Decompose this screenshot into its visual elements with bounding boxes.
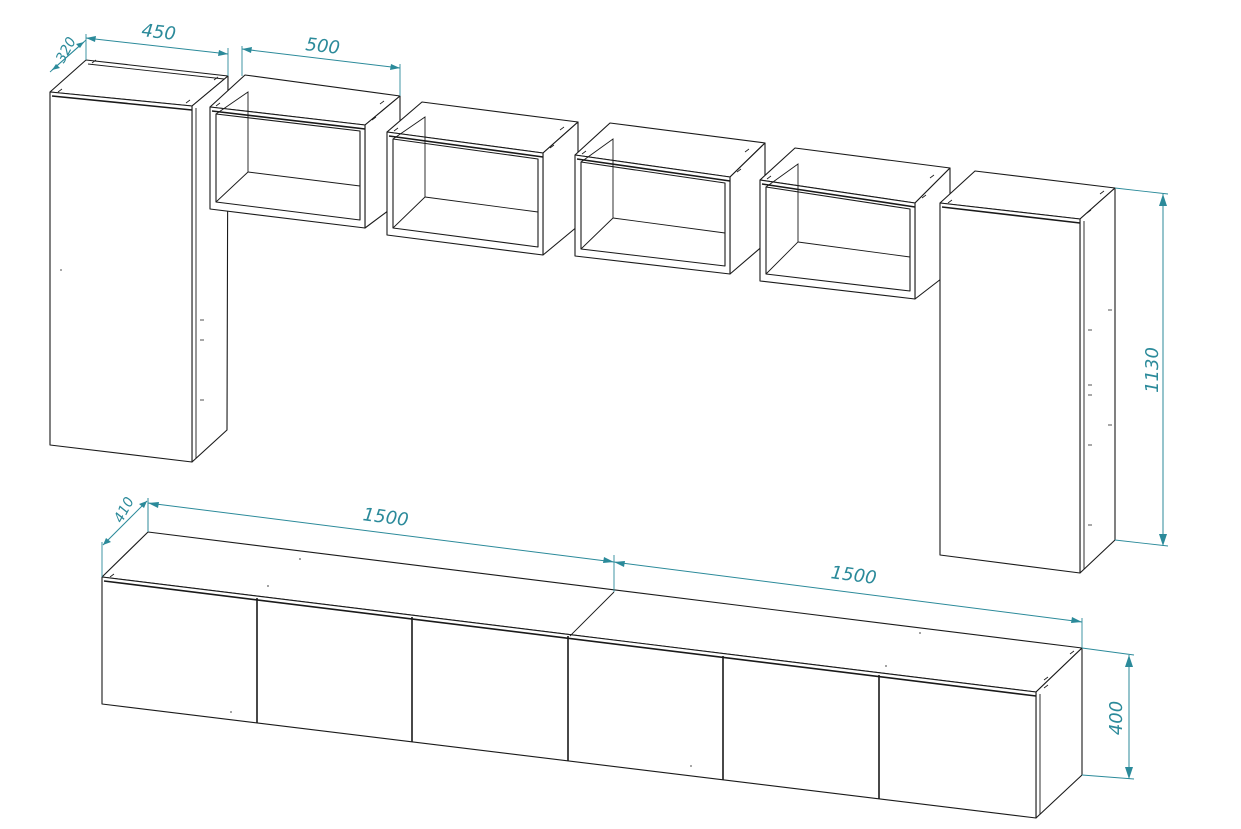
tall-width-label: 450: [140, 20, 177, 45]
shelf3-inner-left: [580, 138, 614, 250]
open-shelf-2: [386, 101, 579, 256]
shelf2-marks: [393, 126, 565, 149]
dimension-shelf-width: 500: [241, 34, 401, 96]
base-top-edge: [103, 580, 1037, 697]
tall-left-top-edge: [51, 95, 193, 111]
tall-left-marks: [57, 59, 219, 401]
tall-left-front: [49, 91, 193, 463]
shelf1-inner-bottom: [247, 171, 361, 187]
base-left-width-label: 1500: [362, 504, 410, 531]
shelf2-inner-left: [392, 116, 426, 229]
tall-cabinet-right: [939, 170, 1116, 574]
base-right-width-label: 1500: [830, 562, 878, 589]
shelf-width-label: 500: [304, 34, 341, 59]
dimension-base-height: 400: [1081, 647, 1135, 780]
dimension-tall-width: 450: [85, 20, 229, 76]
tall-cabinet-left: [49, 59, 229, 463]
shelf2-opening: [392, 138, 539, 248]
shelf1-marks: [215, 100, 385, 121]
shelf4-opening: [765, 186, 911, 292]
base-depth-label: 410: [111, 494, 138, 525]
open-shelf-4: [759, 147, 951, 300]
base-top-split: [569, 591, 615, 637]
tall-depth-label: 320: [53, 34, 80, 65]
shelf1-top-edge: [211, 110, 366, 130]
shelf4-top-edge: [761, 183, 916, 208]
tall-right-side: [1079, 187, 1116, 574]
tall-right-top-edge: [941, 206, 1081, 224]
open-shelf-1: [209, 74, 401, 229]
shelf4-marks: [766, 174, 935, 199]
tall-left-top-back: [87, 63, 225, 80]
tall-height-label: 1130: [1142, 347, 1163, 393]
shelf3-marks: [581, 148, 750, 173]
shelf1-opening: [215, 113, 361, 221]
tall-right-marks: [947, 190, 1112, 526]
shelf3-inner-bottom: [612, 217, 726, 234]
dimension-tall-height: 1130: [1114, 187, 1169, 547]
shelf3-top-edge: [576, 158, 731, 182]
tall-right-front: [939, 202, 1081, 574]
base-marks: [109, 558, 1075, 767]
shelf4-inner-left: [765, 163, 799, 275]
shelf1-inner-left: [215, 91, 249, 203]
base-height-label: 400: [1106, 701, 1127, 735]
base-cabinet: [101, 531, 1083, 819]
shelf2-top-edge: [388, 135, 544, 158]
shelf2-inner-bottom: [424, 196, 539, 213]
shelf4-inner-bottom: [797, 241, 911, 258]
open-shelf-3: [574, 122, 766, 275]
base-front: [101, 576, 1037, 819]
shelf3-opening: [580, 161, 726, 267]
